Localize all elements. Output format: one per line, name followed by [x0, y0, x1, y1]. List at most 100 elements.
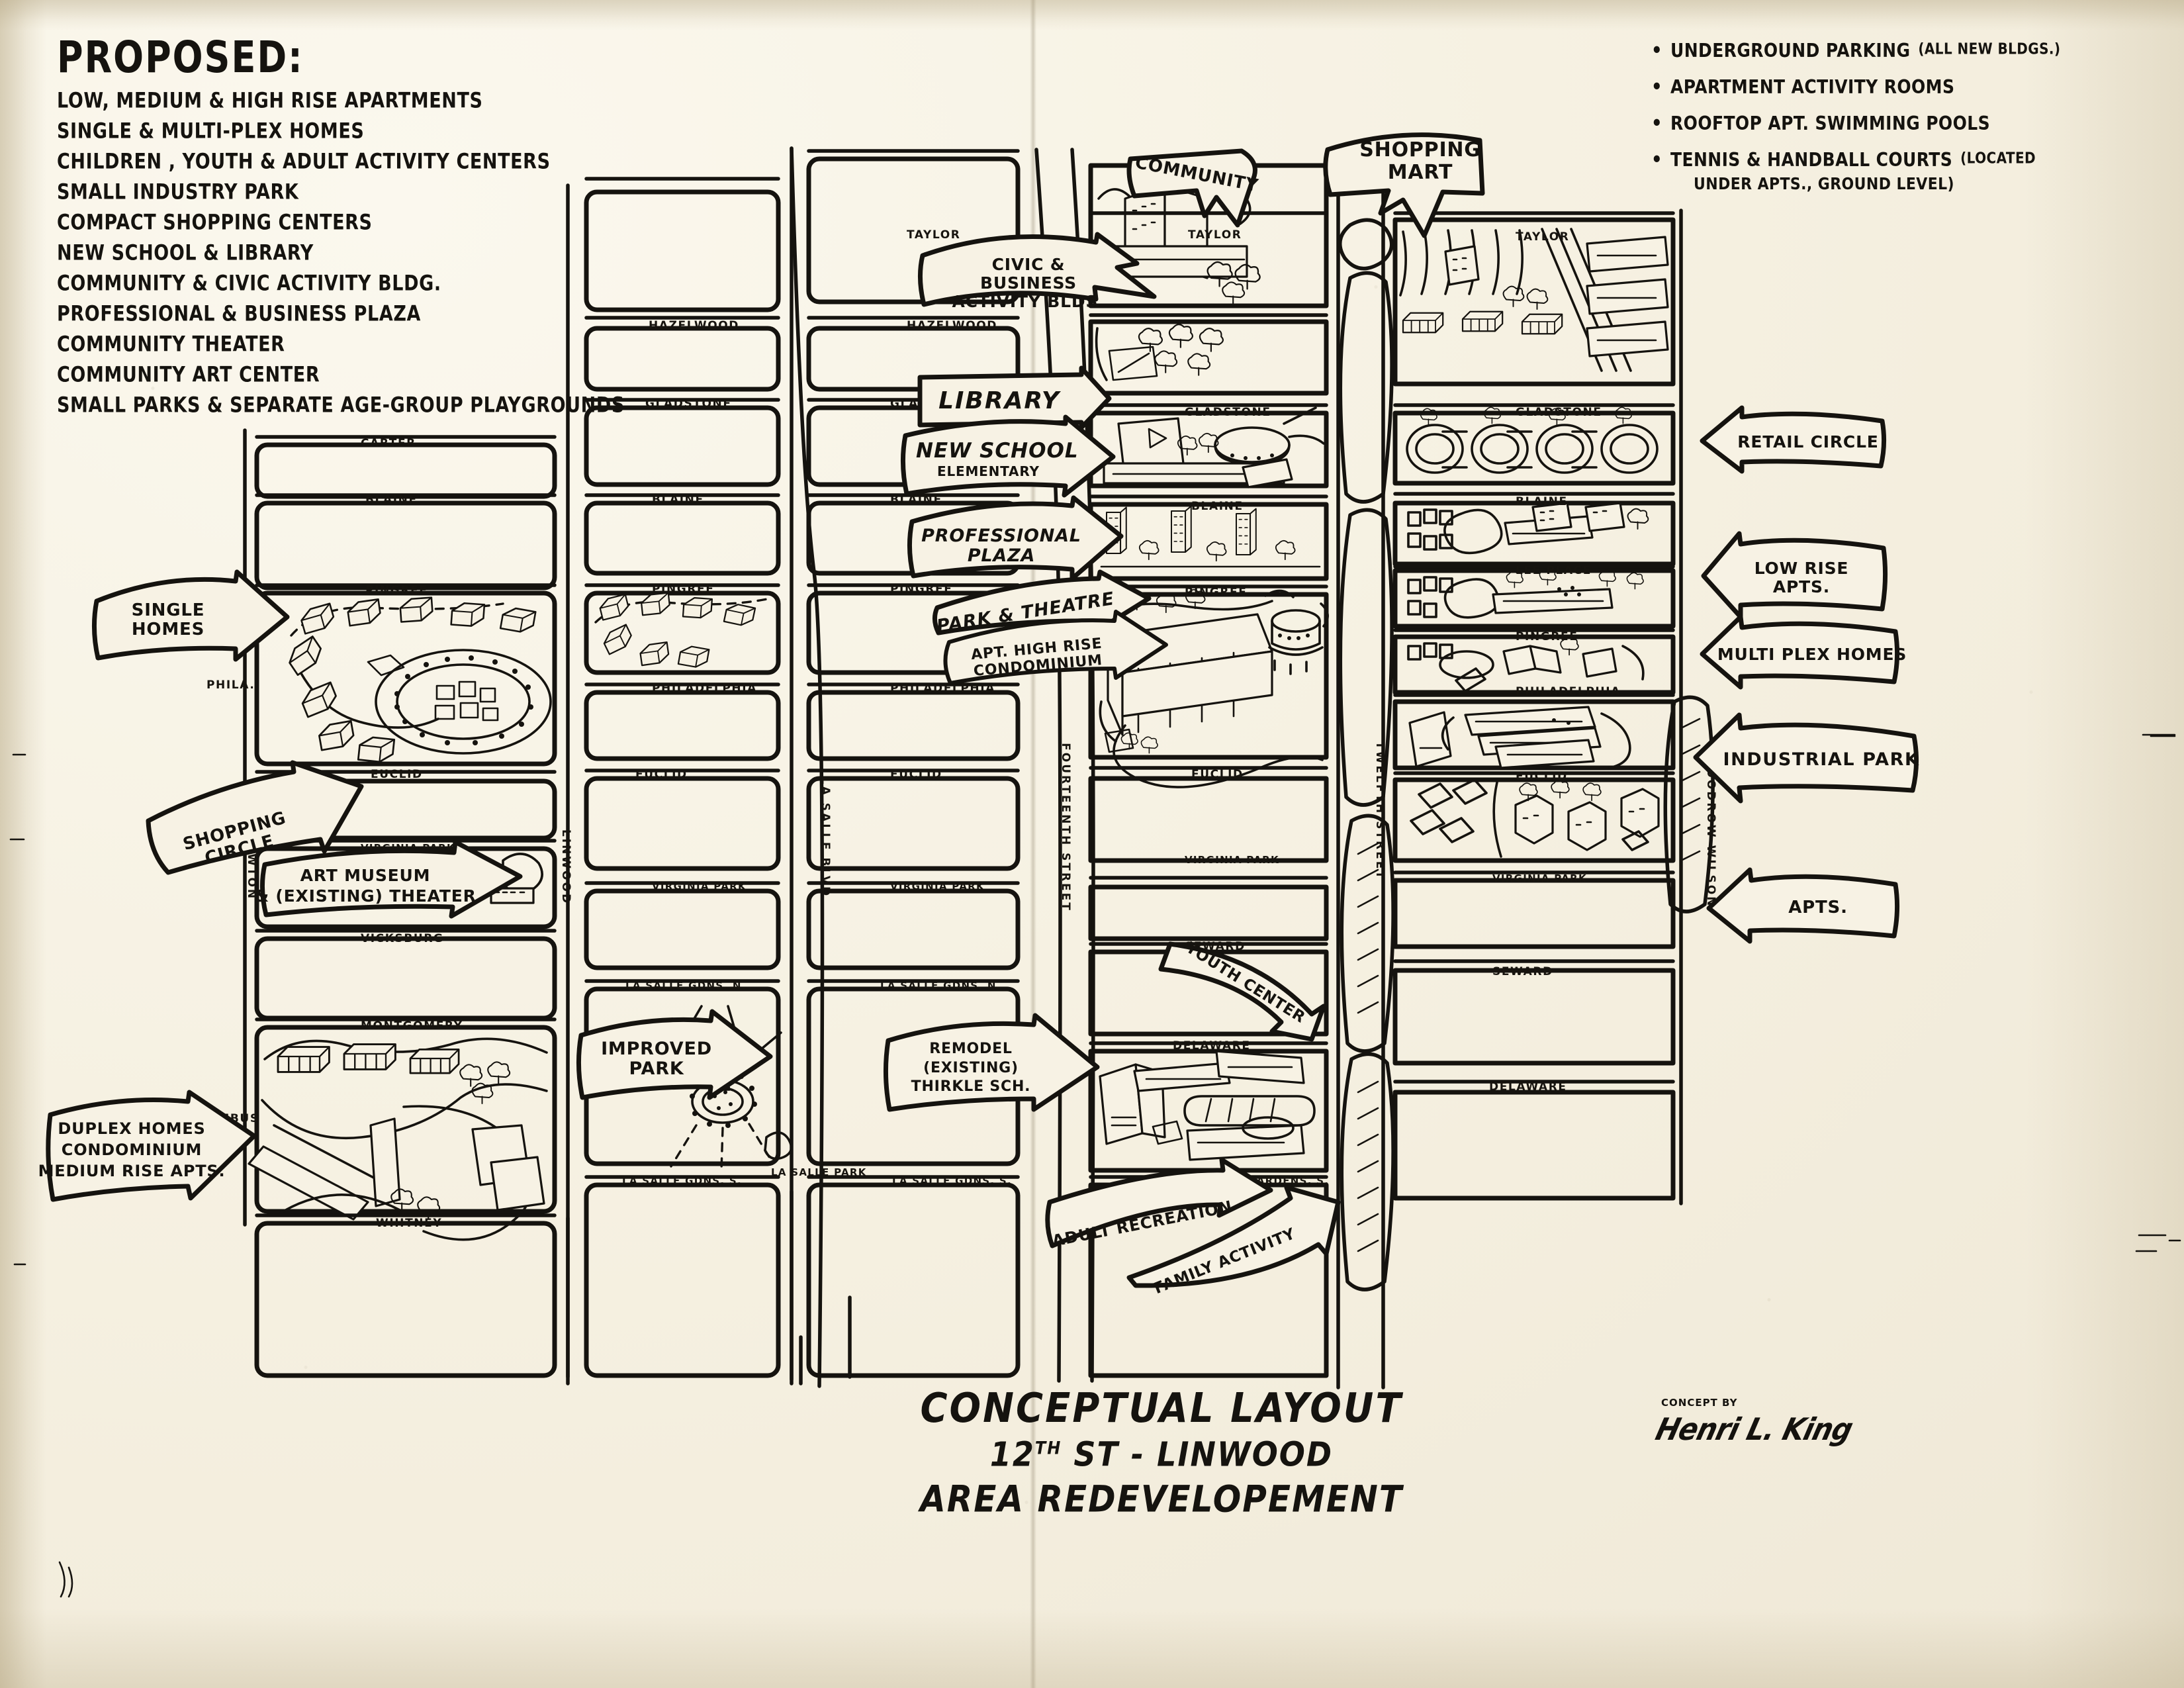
street-label-horizontal: TAYLOR [1516, 230, 1570, 244]
street-label-horizontal: CARTER [361, 437, 416, 450]
amenities-item-label: APARTMENT ACTIVITY ROOMS [1670, 75, 1955, 99]
street-label-horizontal: PHILADELPHIA [1516, 685, 1621, 698]
street-label-horizontal: VIRGINIA PARK [652, 880, 747, 892]
amenities-item: • TENNIS & HANDBALL COURTS (LOCATED [1651, 149, 2141, 171]
amenities-list: • UNDERGROUND PARKING (ALL NEW BLDGS.) •… [1651, 40, 2141, 194]
credit-label: CONCEPT BY [1661, 1397, 1738, 1409]
proposed-list-heading: PROPOSED: [57, 32, 304, 83]
callout-arrow-shape [1126, 148, 1257, 228]
proposed-item: SMALL INDUSTRY PARK [57, 180, 299, 205]
street-label-horizontal: VIRGINIA PARK [1185, 854, 1279, 866]
callout-arrow-shape [1700, 405, 1887, 474]
street-label-horizontal: LA SALLE GDNS. S. [892, 1175, 1013, 1187]
callout-retail-circle: RETAIL CIRCLE [1700, 405, 1887, 475]
callout-arrow-shape [1126, 1185, 1341, 1288]
callout-apt-high-rise: APT. HIGH RISE CONDOMINIUM [940, 610, 1171, 692]
street-label-vertical: FOURTEENTH STREET [1059, 743, 1072, 912]
callout-arrow-shape [46, 1090, 257, 1202]
amenities-item-label: TENNIS & HANDBALL COURTS [1670, 148, 1953, 171]
street-label-horizontal: VIRGINIA PARK [1492, 872, 1587, 884]
street-label-horizontal: PHILADELPHIA [890, 682, 995, 695]
street-label-vertical: WOODROW WILSON [1704, 753, 1717, 908]
proposed-item: SMALL PARKS & SEPARATE AGE-GROUP PLAYGRO… [57, 393, 625, 418]
signature: Henri L. King [1652, 1411, 1856, 1447]
callout-arrow-shape [1701, 531, 1888, 620]
callout-multi-plex-homes: MULTI PLEX HOMES [1700, 614, 1906, 691]
callout-arrow-shape [1045, 1157, 1273, 1248]
bullet-icon: • [1651, 39, 1663, 63]
callout-remodel-thirkle: REMODEL (EXISTING) THIRKLE SCH. [883, 1013, 1103, 1115]
callout-arrow-shape [1700, 614, 1900, 690]
street-label-horizontal: WHITNEY [376, 1217, 443, 1230]
amenities-item: • ROOFTOP APT. SWIMMING POOLS [1651, 113, 2141, 134]
bullet-icon: • [1651, 148, 1663, 172]
street-label-horizontal: HAZELWOOD [649, 319, 740, 332]
amenities-item-label: UNDERGROUND PARKING [1670, 39, 1911, 62]
bullet-icon: • [1651, 75, 1663, 99]
proposed-item: SINGLE & MULTI-PLEX HOMES [57, 119, 365, 144]
street-label-horizontal: GLADSTONE [645, 397, 732, 410]
callout-arrow-shape [91, 569, 290, 662]
bullet-icon: • [1651, 112, 1663, 136]
street-label-horizontal: LA SALLE GDNS. S. [622, 1175, 743, 1187]
street-label-horizontal: MONTGOMERY [361, 1019, 463, 1033]
street-label-horizontal: VIRGINIA PARK [890, 880, 985, 892]
proposed-item: NEW SCHOOL & LIBRARY [57, 241, 314, 265]
amenities-continuation: UNDER APTS., GROUND LEVEL) [1694, 175, 1955, 194]
callout-arrow-shape [576, 1009, 773, 1100]
street-label-horizontal: GLADSTONE [1185, 406, 1271, 419]
title-line-2: 12TH ST - LINWOOD [831, 1434, 1492, 1474]
callout-community: COMMUNITY [1125, 147, 1291, 228]
street-label-horizontal: LEE PLACE [1516, 564, 1592, 577]
amenities-item-label: ROOFTOP APT. SWIMMING POOLS [1670, 112, 1990, 135]
street-label-horizontal: VICKSBURG [361, 932, 444, 945]
street-label-horizontal: GLADSTONE [1516, 406, 1602, 419]
proposed-item: LOW, MEDIUM & HIGH RISE APARTMENTS [57, 89, 483, 113]
title-line-1: CONCEPTUAL LAYOUT [920, 1384, 1403, 1432]
proposed-item: COMMUNITY THEATER [57, 332, 285, 357]
callout-industrial-park: INDUSTRIAL PARK [1693, 712, 1919, 804]
proposed-item: COMPACT SHOPPING CENTERS [57, 211, 373, 235]
callout-low-rise-apts: LOW RISE APTS. [1701, 531, 1888, 621]
street-label-horizontal: EUCLID [890, 768, 942, 781]
street-label-horizontal: EUCLID [635, 768, 688, 781]
amenities-item: • UNDERGROUND PARKING (ALL NEW BLDGS.) [1651, 40, 2141, 62]
callout-single-homes: SINGLE HOMES [91, 569, 291, 663]
title-block: CONCEPTUAL LAYOUT 12TH ST - LINWOOD AREA… [831, 1384, 1492, 1521]
street-label-horizontal: LA SALLE PARK [771, 1166, 867, 1178]
proposed-item: CHILDREN , YOUTH & ADULT ACTIVITY CENTER… [57, 150, 551, 174]
street-label-horizontal: EUCLID [1516, 770, 1568, 783]
callout-arrow-shape [1323, 132, 1485, 238]
callout-new-school: NEW SCHOOL ELEMENTARY [900, 414, 1120, 500]
callout-arrow-shape [883, 1013, 1100, 1112]
street-label-horizontal: BLAINE [1516, 495, 1568, 508]
street-label-horizontal: DELAWARE [1173, 1039, 1251, 1053]
credit-block: CONCEPT BY Henri L. King [1653, 1397, 1856, 1447]
callout-art-museum: ART MUSEUM & (EXISTING) THEATER [254, 839, 525, 921]
street-label-horizontal: BLAINE [652, 493, 704, 506]
title-line-2-number: 12 [989, 1434, 1035, 1474]
proposed-list: PROPOSED: LOW, MEDIUM & HIGH RISE APARTM… [57, 32, 625, 426]
proposed-item: COMMUNITY ART CENTER [57, 363, 320, 387]
street-label-vertical: LA SALLE BLVD [819, 776, 832, 898]
street-label-horizontal: EUCLID [1191, 768, 1244, 781]
proposed-list-items: LOW, MEDIUM & HIGH RISE APARTMENTS SINGL… [57, 89, 625, 418]
street-label-horizontal: BLAINE [1191, 500, 1244, 513]
street-label-horizontal: PINGREE [890, 583, 953, 596]
proposed-item: PROFESSIONAL & BUSINESS PLAZA [57, 302, 422, 326]
street-label-horizontal: LA SALLE GDNS. N. [880, 980, 1001, 992]
street-label-horizontal: HAZELWOOD [907, 319, 998, 332]
callout-professional-plaza: PROFESSIONAL PLAZA [907, 495, 1126, 584]
street-label-horizontal: BLAINE [890, 493, 942, 506]
callout-civic-business: CIVIC & BUSINESS ACTIVITY BLDS. [917, 232, 1197, 328]
street-label-horizontal: PINGREE [365, 584, 428, 597]
street-label-horizontal: LA SALLE GDNS. N. [625, 980, 747, 992]
title-line-2-rest: ST - LINWOOD [1062, 1434, 1334, 1474]
callout-arrow-shape [917, 365, 1112, 430]
street-label-horizontal: SEWARD [1492, 965, 1553, 978]
callout-shopping-circle: SHOPPING CIRCLE [144, 760, 369, 875]
title-line-3: AREA REDEVELOPEMENT [920, 1478, 1403, 1521]
callout-adult-recreation: ADULT RECREATION [1045, 1157, 1277, 1255]
callout-arrow-shape [259, 839, 523, 919]
